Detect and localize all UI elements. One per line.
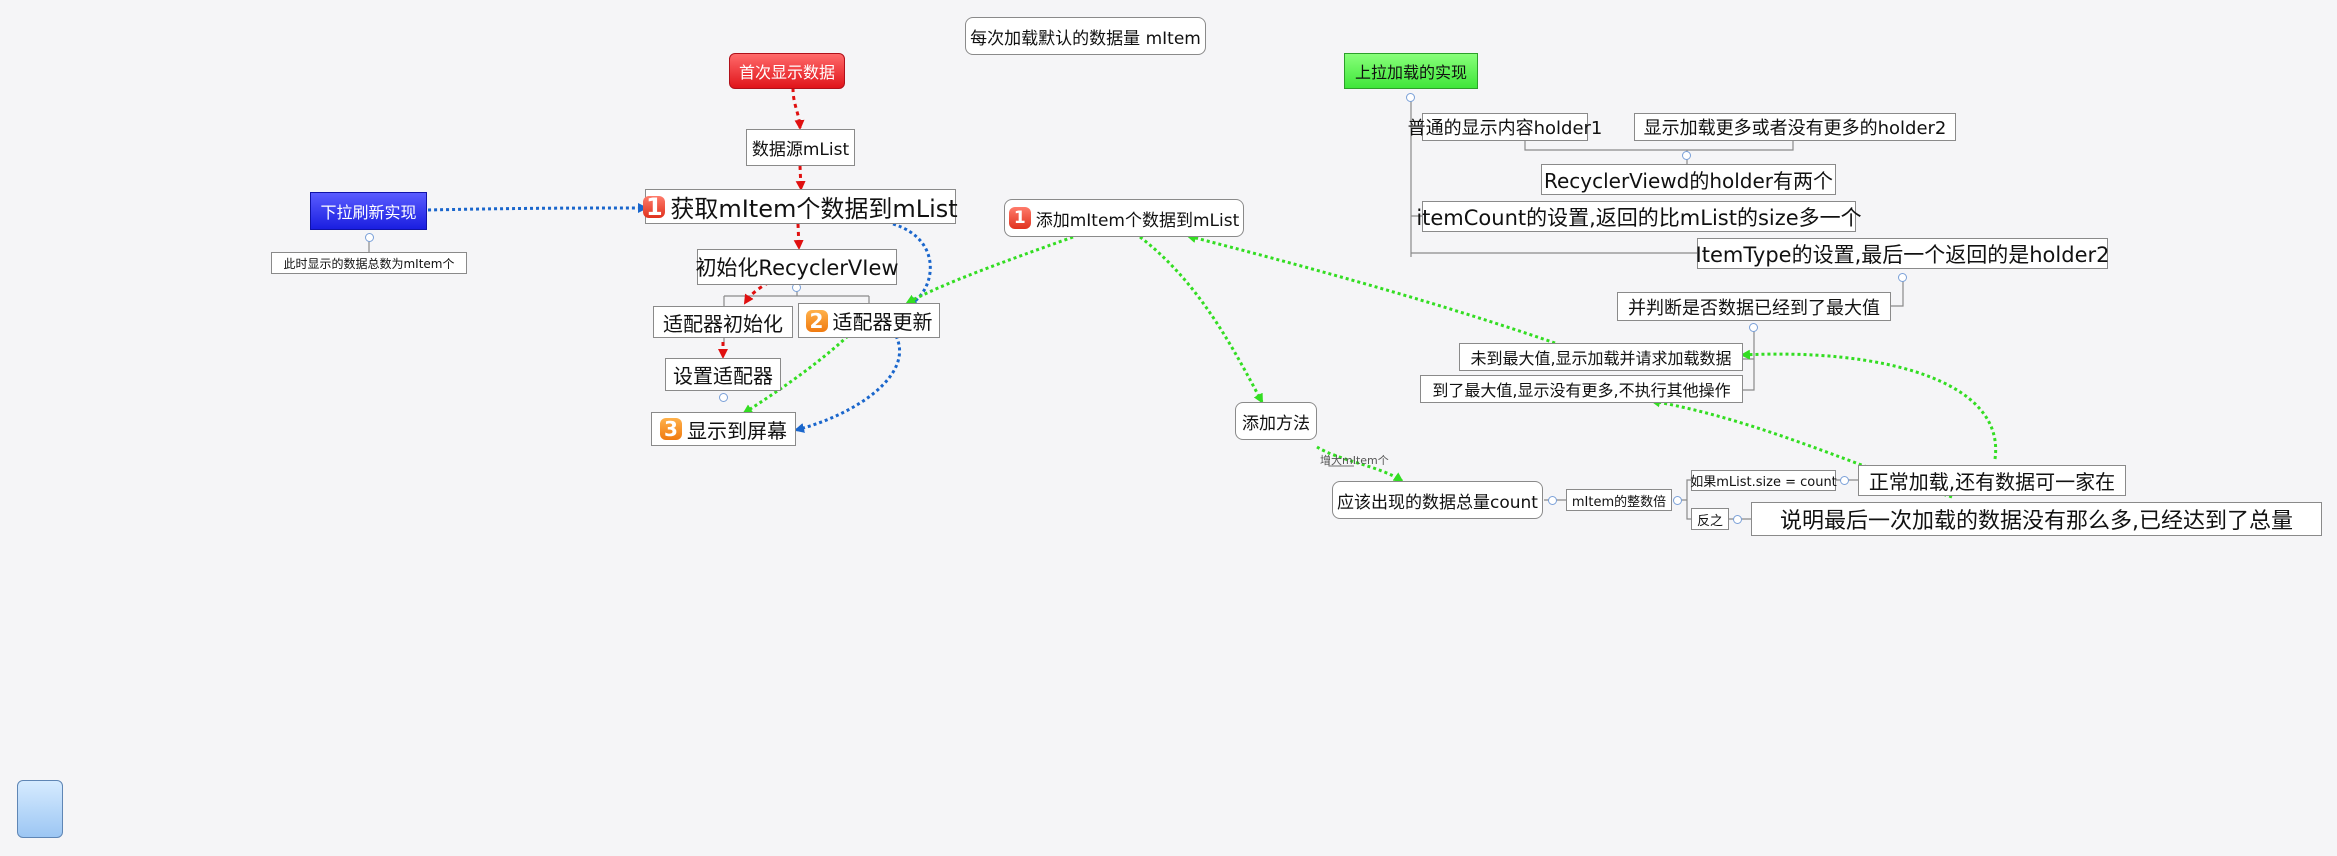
node-label: 如果mList.size = count: [1690, 475, 1837, 490]
node-label: 添加mItem个数据到mList: [1035, 210, 1240, 231]
node-label: mItem的整数倍: [1571, 494, 1667, 510]
collapse-toggle[interactable]: [1406, 93, 1415, 102]
collapse-toggle[interactable]: [1673, 496, 1682, 505]
check-max-node[interactable]: 并判断是否数据已经到了最大值: [1617, 292, 1891, 321]
node-label: 获取mItem个数据到mList: [670, 195, 958, 223]
node-label: 首次显示数据: [738, 63, 835, 82]
node-label: 上拉加载的实现: [1354, 63, 1467, 82]
if-equal-node[interactable]: 如果mList.size = count: [1690, 470, 1837, 491]
panel-toggle-icon[interactable]: [17, 780, 63, 838]
node-label: 显示到屏幕: [687, 418, 787, 443]
multiple-node[interactable]: mItem的整数倍: [1566, 489, 1672, 511]
collapse-toggle[interactable]: [1682, 151, 1691, 160]
pull-refresh-note[interactable]: 此时显示的数据总数为mItem个: [271, 252, 467, 274]
node-label: 反之: [1696, 513, 1723, 529]
holder-more-node[interactable]: 显示加载更多或者没有更多的holder2: [1634, 113, 1956, 141]
node-label: 设置适配器: [673, 364, 773, 388]
expected-total-node[interactable]: 应该出现的数据总量count: [1332, 481, 1543, 519]
collapse-toggle[interactable]: [1548, 496, 1557, 505]
node-label: 说明最后一次加载的数据没有那么多,已经达到了总量: [1780, 509, 2293, 534]
node-label: 并判断是否数据已经到了最大值: [1628, 297, 1880, 319]
node-label: 此时显示的数据总数为mItem个: [283, 256, 455, 271]
node-label: 下拉刷新实现: [320, 203, 417, 222]
pull-up-load-node[interactable]: 上拉加载的实现: [1344, 53, 1478, 89]
node-label: 显示加载更多或者没有更多的holder2: [1643, 118, 1947, 139]
collapse-toggle[interactable]: [1898, 273, 1907, 282]
node-label: 到了最大值,显示没有更多,不执行其他操作: [1432, 381, 1731, 400]
priority-1-icon: 1: [1008, 207, 1031, 229]
node-label: 正常加载,还有数据可一家在: [1868, 470, 2116, 494]
holder-normal-node[interactable]: 普通的显示内容holder1: [1408, 113, 1602, 141]
not-max-node[interactable]: 未到最大值,显示加载并请求加载数据: [1459, 343, 1743, 371]
node-label: 初始化RecyclerVIew: [695, 256, 899, 280]
item-count-node[interactable]: itemCount的设置,返回的比mList的size多一个: [1416, 201, 1862, 232]
show-screen-node[interactable]: 3 显示到屏幕: [651, 412, 796, 446]
node-label: 每次加载默认的数据量 mItem: [970, 28, 1201, 49]
two-holders-node[interactable]: RecyclerViewd的holder有两个: [1541, 164, 1836, 195]
collapse-toggle[interactable]: [719, 393, 728, 402]
node-label: 应该出现的数据总量count: [1337, 492, 1538, 513]
collapse-toggle[interactable]: [365, 233, 374, 242]
item-type-node[interactable]: ItemType的设置,最后一个返回的是holder2: [1695, 238, 2110, 269]
node-label: 添加方法: [1242, 413, 1310, 434]
set-adapter-node[interactable]: 设置适配器: [665, 358, 781, 391]
default-count-node[interactable]: 每次加载默认的数据量 mItem: [965, 17, 1206, 55]
add-items-node[interactable]: 1 添加mItem个数据到mList: [1004, 199, 1244, 237]
node-label: 未到最大值,显示加载并请求加载数据: [1470, 349, 1732, 368]
node-label: 数据源mList: [751, 140, 850, 160]
node-label: 适配器更新: [832, 310, 933, 334]
node-label: ItemType的设置,最后一个返回的是holder2: [1695, 242, 2110, 267]
data-source-node[interactable]: 数据源mList: [746, 129, 855, 166]
collapse-toggle[interactable]: [1733, 515, 1742, 524]
node-label: 适配器初始化: [663, 311, 783, 336]
first-display-node[interactable]: 首次显示数据: [729, 53, 845, 89]
node-label: 普通的显示内容holder1: [1407, 118, 1603, 139]
node-label: itemCount的设置,返回的比mList的size多一个: [1416, 205, 1862, 230]
init-recyclerview-node[interactable]: 初始化RecyclerVIew: [695, 249, 899, 285]
adapter-update-node[interactable]: 2 适配器更新: [798, 303, 940, 338]
collapse-toggle[interactable]: [1749, 323, 1758, 332]
adapter-init-node[interactable]: 适配器初始化: [653, 306, 793, 338]
collapse-toggle[interactable]: [1840, 476, 1849, 485]
pull-refresh-node[interactable]: 下拉刷新实现: [310, 192, 427, 230]
priority-3-icon: 3: [660, 417, 682, 441]
priority-1-icon: 1: [643, 193, 666, 221]
last-load-node[interactable]: 说明最后一次加载的数据没有那么多,已经达到了总量: [1751, 502, 2322, 536]
reached-max-node[interactable]: 到了最大值,显示没有更多,不执行其他操作: [1420, 375, 1743, 403]
otherwise-node[interactable]: 反之: [1691, 508, 1729, 530]
get-items-node[interactable]: 1 获取mItem个数据到mList: [643, 189, 958, 224]
normal-load-node[interactable]: 正常加载,还有数据可一家在: [1858, 465, 2126, 496]
node-label: RecyclerViewd的holder有两个: [1543, 169, 1834, 193]
increase-edge-label: 增大mItem个: [1320, 454, 1389, 467]
priority-2-icon: 2: [805, 309, 828, 333]
add-method-node[interactable]: 添加方法: [1235, 402, 1317, 440]
